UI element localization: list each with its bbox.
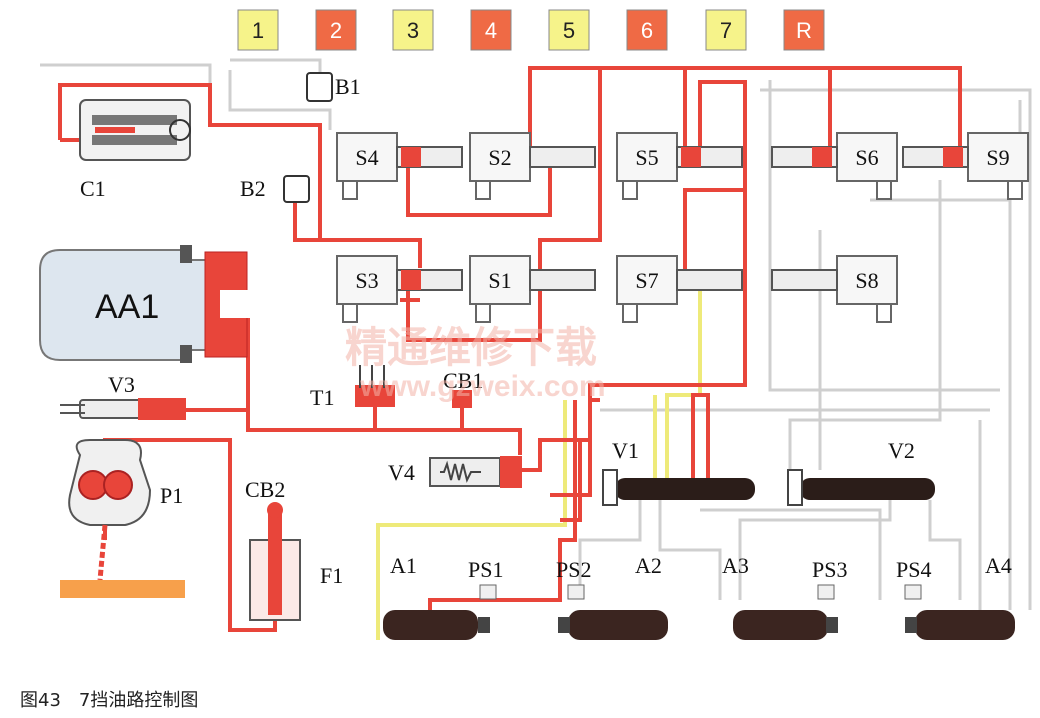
c1-clutch <box>79 99 191 161</box>
label-v1: V1 <box>612 438 639 463</box>
figure-caption: 图43 7挡油路控制图 <box>20 690 199 711</box>
label-v2: V2 <box>888 438 915 463</box>
gear-label: 4 <box>485 18 497 43</box>
label-s1: S1 <box>488 268 511 293</box>
label-b2: B2 <box>240 176 266 201</box>
label-c1: C1 <box>80 176 106 201</box>
label-v4: V4 <box>388 460 415 485</box>
gear-label: 7 <box>720 18 732 43</box>
solenoid-s1: S1 <box>469 255 596 323</box>
label-ps3: PS3 <box>812 557 847 582</box>
solenoid-s7: S7 <box>616 255 743 323</box>
label-a2: A2 <box>635 553 662 578</box>
a4-actuator <box>905 610 1015 640</box>
b2-symbol <box>283 175 310 203</box>
label-ps4: PS4 <box>896 557 931 582</box>
gear-box-6: 6 <box>626 9 668 51</box>
gear-label: R <box>796 18 812 43</box>
solenoid-s9: S9 <box>902 132 1029 200</box>
a2-actuator <box>558 610 668 640</box>
label-f1: F1 <box>320 563 343 588</box>
low-pressure-lines <box>376 290 702 640</box>
label-s3: S3 <box>355 268 378 293</box>
a3-actuator <box>733 610 838 640</box>
gear-label: 5 <box>563 18 575 43</box>
watermark-title: 精通维修下载 <box>345 324 597 371</box>
solenoid-s4: S4 <box>336 132 463 200</box>
gear-label: 3 <box>407 18 419 43</box>
label-ps1: PS1 <box>468 557 503 582</box>
gear-indicator-row: 1 2 3 4 5 6 7 R <box>237 9 825 51</box>
solenoid-s8: S8 <box>771 255 898 323</box>
a1-actuator <box>383 610 490 640</box>
component-labels: B1 B2 C1 AA1 V3 P1 CB2 F1 T1 CB1 V4 V1 V… <box>80 74 1012 588</box>
ps3-sensor <box>817 584 835 600</box>
gear-label: 6 <box>641 18 653 43</box>
label-b1: B1 <box>335 74 361 99</box>
v2-valve <box>787 469 935 506</box>
label-p1: P1 <box>160 483 183 508</box>
ps4-sensor <box>904 584 922 600</box>
label-a4: A4 <box>985 553 1012 578</box>
cb1-check-ball <box>452 390 472 408</box>
b1-symbol <box>306 72 333 102</box>
label-t1: T1 <box>310 385 334 410</box>
gear-box-5: 5 <box>548 9 590 51</box>
t1-sensor <box>355 365 395 407</box>
solenoid-s6: S6 <box>771 132 898 200</box>
label-s2: S2 <box>488 145 511 170</box>
inactive-lines <box>40 58 1032 620</box>
watermark-url: www.gzweix.com <box>359 370 606 403</box>
solenoid-s2: S2 <box>469 132 596 200</box>
label-s6: S6 <box>855 145 878 170</box>
gear-label: 1 <box>252 18 264 43</box>
gear-box-2: 2 <box>315 9 357 51</box>
gear-box-1: 1 <box>237 9 279 51</box>
f1-filter <box>249 502 301 621</box>
v3-valve <box>60 398 186 420</box>
gear-box-3: 3 <box>392 9 434 51</box>
label-ps2: PS2 <box>556 557 591 582</box>
gear-box-4: 4 <box>470 9 512 51</box>
label-s9: S9 <box>986 145 1009 170</box>
ps1-sensor <box>479 584 497 600</box>
gear-box-7: 7 <box>705 9 747 51</box>
label-s5: S5 <box>635 145 658 170</box>
label-s8: S8 <box>855 268 878 293</box>
solenoid-s5: S5 <box>616 132 743 200</box>
gear-box-r: R <box>783 9 825 51</box>
label-cb2: CB2 <box>245 477 285 502</box>
gear-label: 2 <box>330 18 342 43</box>
solenoid-s3: S3 <box>336 255 463 323</box>
v1-valve <box>602 469 755 506</box>
v4-valve <box>429 456 522 488</box>
label-a3: A3 <box>722 553 749 578</box>
label-v3: V3 <box>108 372 135 397</box>
label-s4: S4 <box>355 145 378 170</box>
aa1-unit <box>39 245 250 363</box>
p1-pump <box>60 439 185 598</box>
label-s7: S7 <box>635 268 658 293</box>
label-aa1: AA1 <box>95 288 159 326</box>
label-a1: A1 <box>390 553 417 578</box>
label-cb1: CB1 <box>443 368 483 393</box>
ps2-sensor <box>567 584 585 600</box>
